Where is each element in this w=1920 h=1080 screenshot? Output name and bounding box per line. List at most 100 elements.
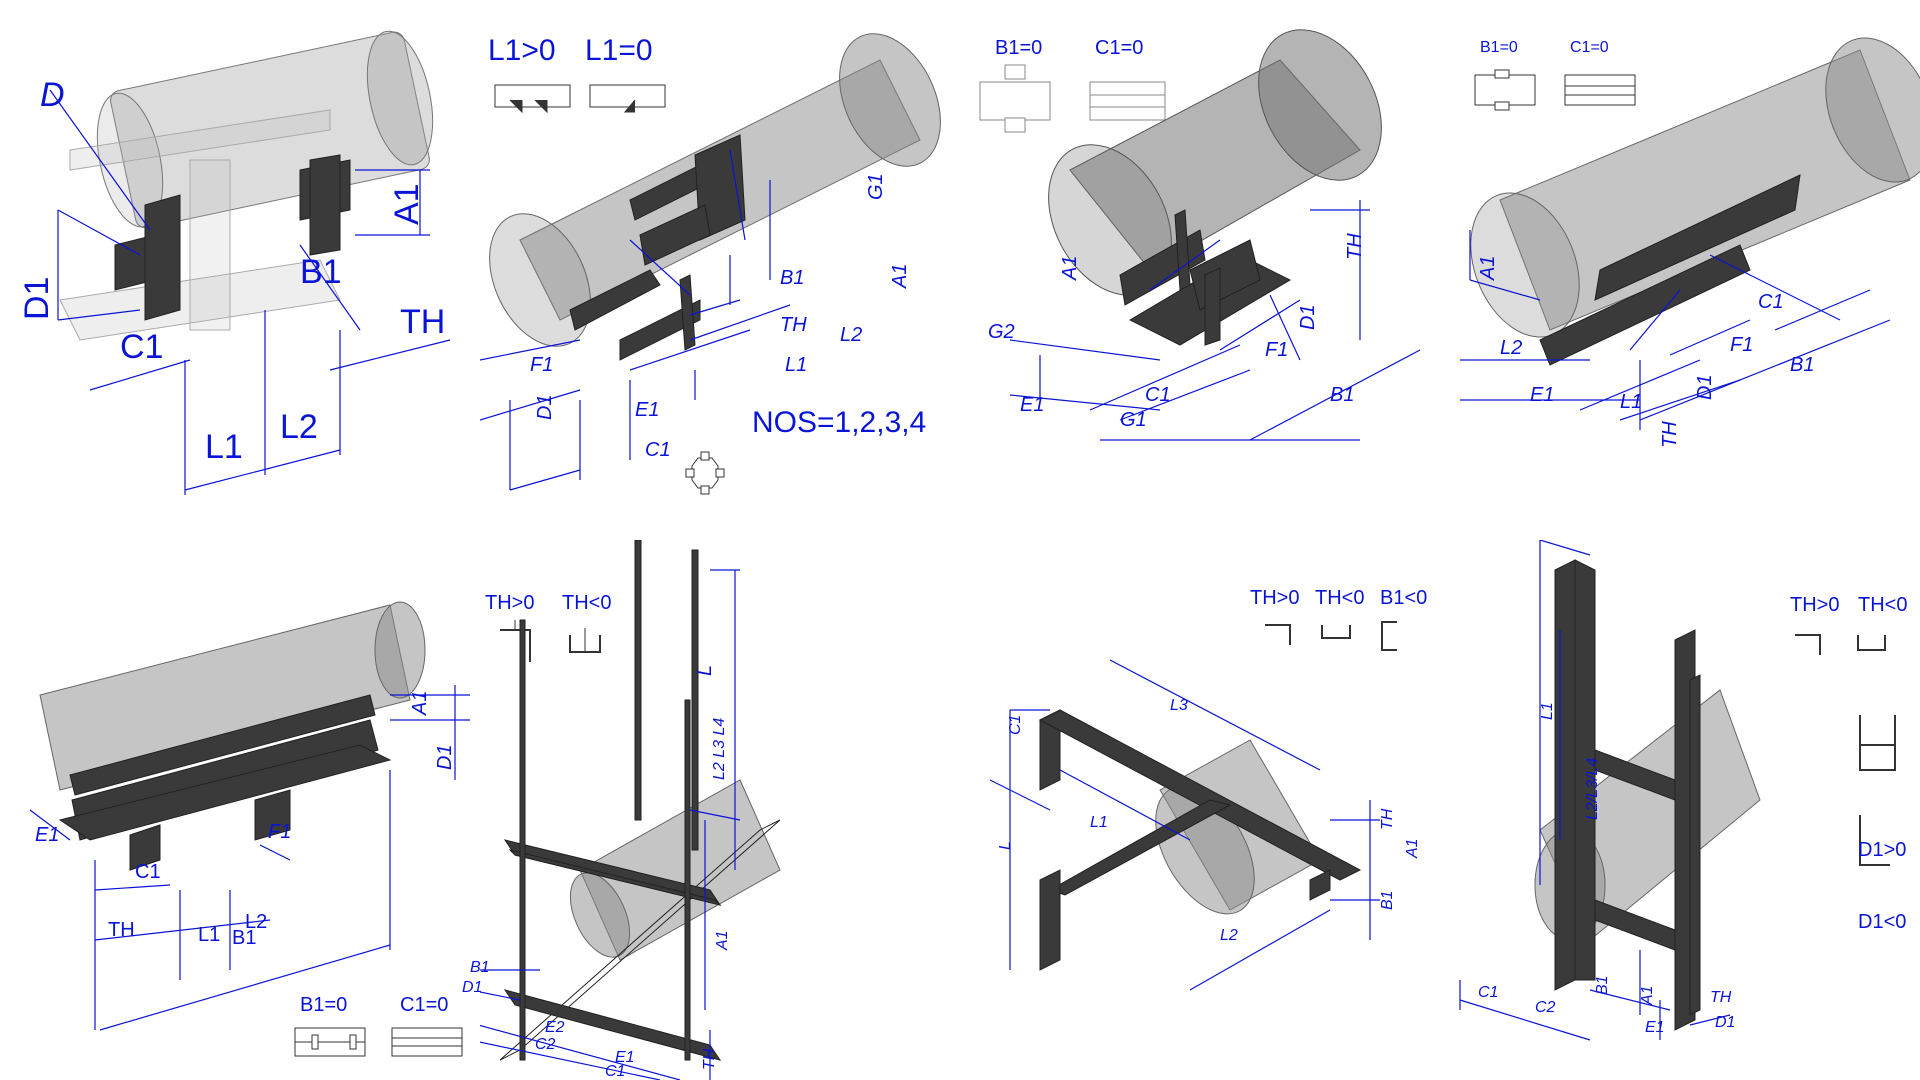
- dim-label-e2: E2: [545, 1019, 565, 1036]
- dim-label-c2: C2: [535, 1036, 556, 1053]
- dimension-lines-1: [49, 89, 451, 495]
- dimension-lines-7: [989, 659, 1380, 991]
- dim-label-f1: F1: [268, 821, 292, 843]
- panel-3-drawing: [979, 29, 1421, 441]
- panel-4-drawing: [1460, 37, 1920, 430]
- dim-label-b1: B1: [300, 253, 342, 291]
- legend-th-positive-7: TH>0: [1250, 587, 1300, 609]
- dimension-lines-8: [1459, 540, 1731, 1041]
- dim-label-c1: C1: [1145, 384, 1171, 406]
- pipe-3: [1048, 29, 1382, 296]
- dim-label-d1: D1: [434, 744, 456, 770]
- frame-8: [1554, 559, 1701, 1031]
- legend-d1-positive: D1>0: [1858, 839, 1907, 861]
- legend-l1-zero: L1=0: [585, 34, 653, 67]
- legend-b1-negative-7: B1<0: [1380, 587, 1428, 609]
- dim-label-l1: L1: [785, 354, 808, 376]
- legend-th-positive-6: TH>0: [485, 592, 535, 614]
- beam-5: [58, 694, 392, 871]
- legend-b1-zero: B1=0: [300, 994, 348, 1016]
- dim-label-e1: E1: [1530, 384, 1555, 406]
- dim-label-b1: B1: [1379, 890, 1396, 910]
- dim-label-th: TH: [1379, 808, 1396, 830]
- panel-1: D A1 D1 B1 C1 TH L1 L2: [0, 0, 480, 540]
- dim-label-a1: A1: [1404, 838, 1421, 858]
- panel-8: TH>0 TH<0 L1 L2/L3/L4 D1>0 D1<0 C1 C2 B1…: [1440, 540, 1920, 1080]
- dim-label-e1: E1: [1020, 394, 1045, 416]
- legend-icons-3: [979, 64, 1166, 133]
- legend-icons-5: [294, 1027, 463, 1057]
- pipe-5: [39, 601, 426, 791]
- legend-icons-7: [1265, 621, 1397, 651]
- panel-1-drawing: [49, 30, 451, 495]
- pipe-4: [1470, 37, 1920, 338]
- dim-label-l2: L2: [1220, 927, 1238, 944]
- dimension-lines-4: [1460, 230, 1891, 430]
- dim-label-l1: L1: [198, 924, 221, 946]
- dim-label-e1: E1: [1645, 1019, 1665, 1036]
- panel-8-drawing: [1459, 540, 1896, 1041]
- dim-label-c1: C1: [1007, 714, 1024, 735]
- legend-c1-zero: C1=0: [1095, 37, 1144, 59]
- dim-label-c1: C1: [645, 439, 671, 461]
- dim-label-l1: L1: [1090, 814, 1108, 831]
- dim-label-b1: B1: [1790, 354, 1815, 376]
- panel-2: L1>0 L1=0 G1 B1 A1 TH L2 L1 F1 D1 E1 C1 …: [480, 0, 960, 540]
- dim-label-th: TH: [701, 1048, 718, 1070]
- panel-6-drawing: [480, 540, 781, 1080]
- dim-label-d1: D1: [1694, 374, 1716, 400]
- legend-th-positive-8: TH>0: [1790, 594, 1840, 616]
- panel-5-drawing: [29, 601, 470, 1057]
- frame-6: [499, 540, 781, 1061]
- dim-label-a1: A1: [714, 930, 731, 950]
- dim-label-l2: L2: [1500, 337, 1523, 359]
- dim-label-d: D: [40, 76, 65, 114]
- dim-label-c1: C1: [1478, 984, 1499, 1001]
- dim-label-l: L: [694, 664, 716, 676]
- dim-label-e1: E1: [615, 1049, 635, 1066]
- angle-7: [1038, 709, 1362, 971]
- dim-label-f1: F1: [530, 354, 554, 376]
- lug-plates: [114, 154, 351, 321]
- dim-label-l: L: [997, 841, 1014, 850]
- panel-2-drawing: [480, 33, 941, 495]
- dim-label-a1: A1: [889, 263, 911, 288]
- dim-label-d1: D1: [18, 276, 56, 320]
- nos-icon: [685, 451, 725, 495]
- dim-label-a1: A1: [1059, 255, 1081, 280]
- dim-label-th: TH: [400, 303, 446, 341]
- dim-label-b1: B1: [470, 959, 490, 976]
- dim-label-l2l3l4: L2 L3 L4: [711, 717, 728, 780]
- panel-7: TH>0 TH<0 B1<0 L3 C1 L1 L TH A1 L2 B1: [960, 540, 1440, 1080]
- dim-label-l1: L1: [205, 428, 243, 466]
- dim-label-b1: B1: [780, 267, 805, 289]
- dim-label-l2: L2: [280, 408, 318, 446]
- legend-c1-zero: C1=0: [400, 994, 449, 1016]
- legend-th-negative-7: TH<0: [1315, 587, 1365, 609]
- legend-b1-zero: B1=0: [995, 37, 1043, 59]
- beam-ghost: [59, 109, 341, 341]
- dim-label-d1: D1: [534, 394, 556, 420]
- legend-icons-2: [494, 84, 666, 114]
- dim-label-l2l3l4: L2/L3/L4: [1584, 757, 1601, 820]
- dim-label-l1: L1: [1539, 702, 1556, 720]
- dim-label-l2: L2: [245, 911, 268, 933]
- dim-label-c1: C1: [1758, 291, 1784, 313]
- dim-label-a1: A1: [388, 183, 426, 225]
- panel-7-drawing: [989, 621, 1397, 991]
- dim-label-c1: C1: [605, 1063, 626, 1080]
- legend-icons-8: [1795, 634, 1896, 866]
- legend-l1-positive: L1>0: [488, 34, 556, 67]
- dim-label-th: TH: [1710, 989, 1732, 1006]
- dim-label-e1: E1: [635, 399, 660, 421]
- dim-label-l1: L1: [1620, 391, 1643, 413]
- dim-label-a1: A1: [409, 690, 431, 715]
- legend-icons-4: [1474, 69, 1636, 111]
- dim-label-c1: C1: [135, 861, 161, 883]
- dim-label-th: TH: [1344, 233, 1366, 260]
- lug-plates-3: [1119, 209, 1292, 346]
- panel-3: B1=0 C1=0 A1 TH D1 G2 F1 C1 E1 G1 B1: [960, 0, 1440, 540]
- legend-th-negative-6: TH<0: [562, 592, 612, 614]
- dim-label-g1: G1: [865, 173, 887, 200]
- dim-label-th: TH: [108, 919, 135, 941]
